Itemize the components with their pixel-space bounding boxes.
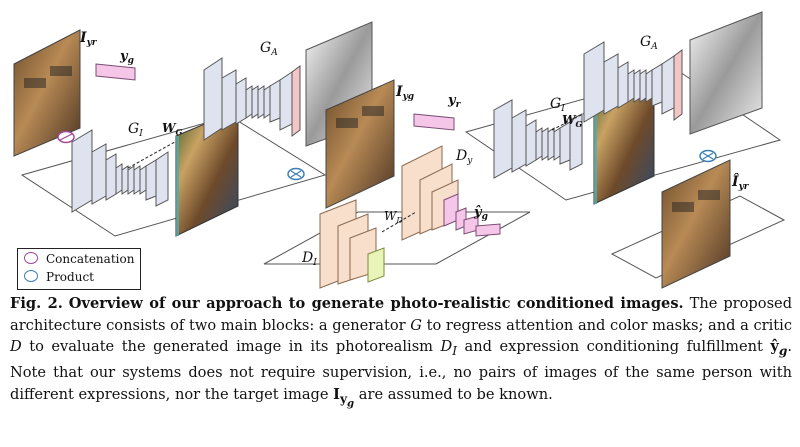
legend: Concatenation Product [17,248,141,290]
legend-concatenation: Concatenation [24,252,134,266]
svg-text:yg: yg [119,49,134,66]
svg-text:ŷg: ŷg [473,205,488,222]
svg-text:yr: yr [447,93,462,110]
vector-y-g-left [95,63,136,81]
svg-text:Îyr: Îyr [731,172,750,192]
generator-right: GI WG GA [464,11,782,205]
G-I-encoder-blocks-left [71,129,169,213]
architecture-diagram: Iyr yg GI WG [13,11,786,289]
vector-y-r [413,113,455,131]
svg-text:Iyg: Iyg [395,84,414,102]
svg-text:GA: GA [640,34,658,52]
critic: Dy ŷg DI WD [263,145,531,289]
figure-caption: Fig. 2. Overview of our approach to gene… [10,295,793,410]
label-I-yr: Iyr [79,30,98,48]
svg-text:WD: WD [384,209,403,225]
svg-text:GI: GI [128,121,143,139]
fig-label: Fig. 2. [10,295,63,312]
caption-title: Overview of our approach to generate pho… [68,295,684,312]
reconstructed-image-I-hat-yr [661,159,731,289]
svg-text:GA: GA [260,40,278,58]
svg-text:WG: WG [562,113,582,129]
svg-text:WG: WG [162,121,182,137]
concat-icon [24,252,38,264]
product-icon [287,167,305,181]
product-icon [24,270,38,282]
legend-product: Product [24,270,94,284]
concat-icon [57,130,75,144]
svg-text:DI: DI [301,250,317,268]
input-image-I-yr [13,29,81,157]
generator-left: Iyr yg GI WG [13,21,373,237]
generated-image-I-yg [325,79,395,209]
svg-text:GI: GI [550,96,565,114]
W-G-arrow-left [127,127,201,169]
G-A-blocks-left [203,57,301,141]
svg-text:Dy: Dy [455,148,473,166]
